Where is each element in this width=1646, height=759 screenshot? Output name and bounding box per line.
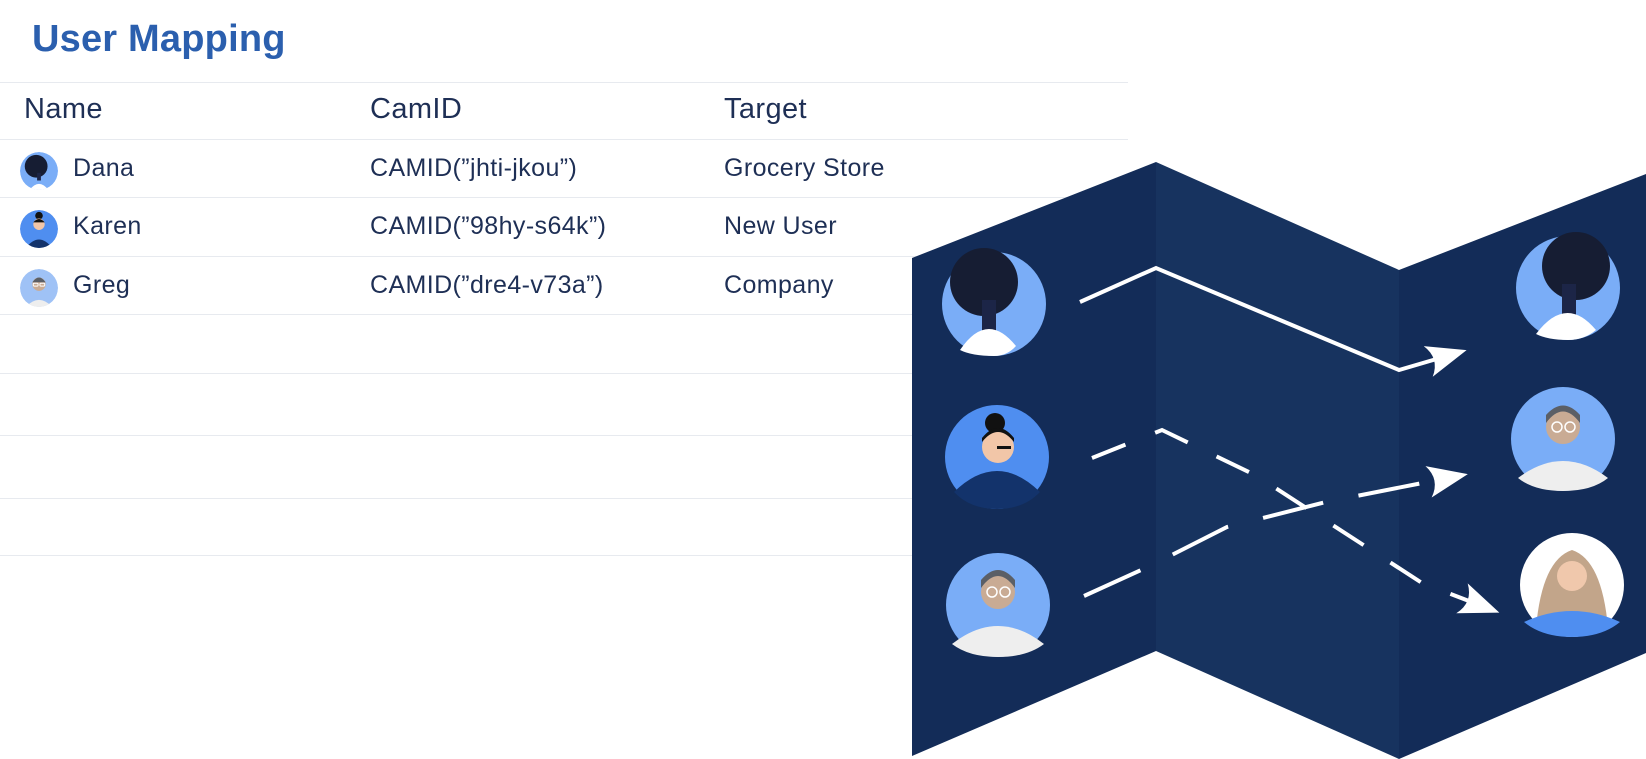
solid-mapping-arrow [1079,265,1467,377]
karen-target-avatar-icon [1520,533,1624,637]
user-name: Karen [73,212,142,240]
table-row[interactable]: Karen CAMID(”98hy-s64k”) New User [0,198,1128,257]
user-target: New User [724,212,837,240]
dashed-mapping-arrow-crossing-up [1083,466,1468,598]
user-target: Company [724,271,834,299]
empty-table-row [0,436,1128,499]
greg-target-avatar-icon [1511,387,1615,491]
column-header-target[interactable]: Target [724,93,807,125]
greg-source-avatar-icon [946,553,1050,657]
karen-avatar-icon [20,210,58,248]
karen-source-avatar-icon [945,405,1049,509]
empty-table-row [0,315,1128,374]
table-header-row: Name CamID Target [0,82,1128,140]
user-camid: CAMID(”dre4-v73a”) [370,271,604,299]
dana-target-avatar-icon [1516,232,1620,340]
folded-map-user-mapping-icon [912,160,1646,759]
table-row[interactable]: Greg CAMID(”dre4-v73a”) Company [0,257,1128,315]
user-name: Dana [73,154,135,182]
user-target: Grocery Store [724,154,885,182]
greg-avatar-icon [20,269,58,307]
table-row[interactable]: Dana CAMID(”jhti-jkou”) Grocery Store [0,140,1128,198]
user-mapping-table: Name CamID Target Dana CAMID(”jhti-jkou”… [0,82,1128,556]
page-title: User Mapping [32,18,286,60]
user-name: Greg [73,271,131,299]
user-camid: CAMID(”98hy-s64k”) [370,212,607,240]
dana-avatar-icon [20,152,58,190]
column-header-name[interactable]: Name [24,93,103,125]
empty-table-row [0,374,1128,436]
user-camid: CAMID(”jhti-jkou”) [370,154,578,182]
dana-source-avatar-icon [942,248,1046,356]
column-header-camid[interactable]: CamID [370,93,463,125]
empty-table-row [0,499,1128,556]
map-panel-center [1156,162,1399,759]
